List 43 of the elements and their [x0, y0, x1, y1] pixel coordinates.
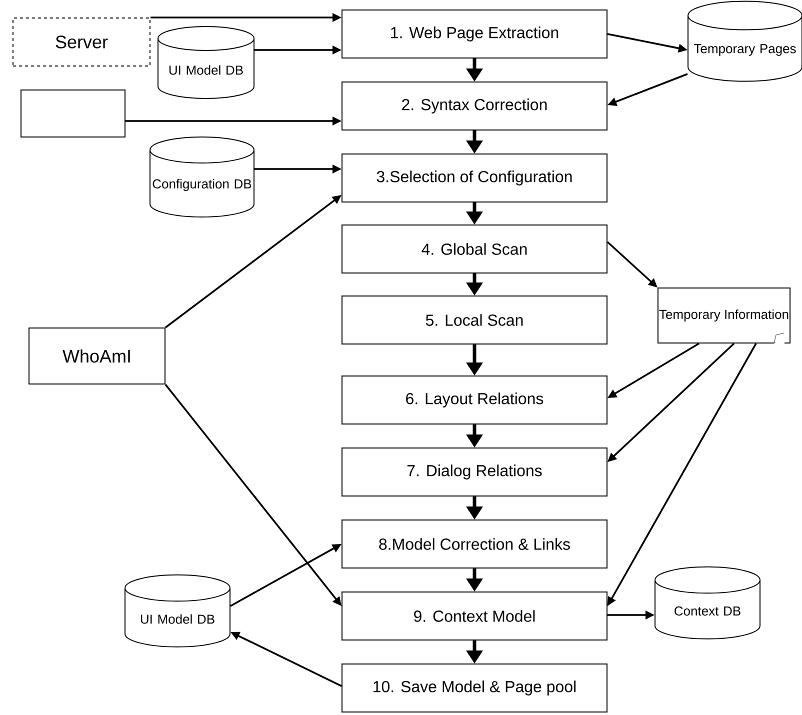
arrow	[126, 116, 342, 126]
source-box: Server	[12, 18, 150, 66]
database-cylinder: UI Model DB	[124, 574, 230, 648]
database-cylinder: Configuration DB	[150, 136, 254, 218]
process-box: 10. Save Model & Page pool	[342, 664, 608, 712]
process-box: 5. Local Scan	[342, 296, 608, 344]
process-box: 4. Global Scan	[342, 224, 608, 274]
arrow	[230, 632, 342, 687]
source-box	[20, 90, 126, 138]
arrow	[254, 46, 342, 54]
arrow	[466, 424, 483, 448]
arrow	[150, 13, 342, 22]
arrow	[608, 342, 735, 462]
process-box: 1. Web Page Extraction	[342, 10, 608, 58]
arrow	[608, 343, 757, 606]
database-cylinder: Temporary Pages	[688, 0, 802, 82]
arrow	[606, 241, 658, 288]
source-box: WhoAmI	[28, 328, 166, 384]
process-box: 9. Context Model	[342, 592, 608, 640]
arrow	[608, 342, 700, 398]
process-box: 6. Layout Relations	[342, 376, 608, 424]
arrow	[607, 33, 688, 53]
database-cylinder: UI Model DB	[158, 26, 254, 100]
database-cylinder: Context DB	[654, 566, 761, 640]
arrow	[466, 496, 483, 520]
arrow	[466, 344, 483, 376]
arrow	[254, 164, 342, 174]
process-box: 8.Model Correction & Links	[342, 520, 608, 568]
arrow	[230, 544, 342, 607]
process-box: 7. Dialog Relations	[342, 448, 608, 496]
arrow	[466, 58, 483, 82]
arrow	[164, 384, 342, 606]
arrow	[466, 640, 483, 664]
process-box: 2. Syntax Correction	[342, 82, 608, 130]
process-box: 3.Selection of Configuration	[342, 154, 608, 202]
arrow	[608, 610, 654, 620]
arrow	[466, 274, 483, 296]
arrow	[466, 568, 483, 592]
arrow	[608, 73, 688, 106]
arrow	[466, 202, 483, 224]
arrow	[466, 130, 483, 154]
arrow	[164, 195, 342, 328]
document-box: Temporary Information	[657, 288, 791, 344]
